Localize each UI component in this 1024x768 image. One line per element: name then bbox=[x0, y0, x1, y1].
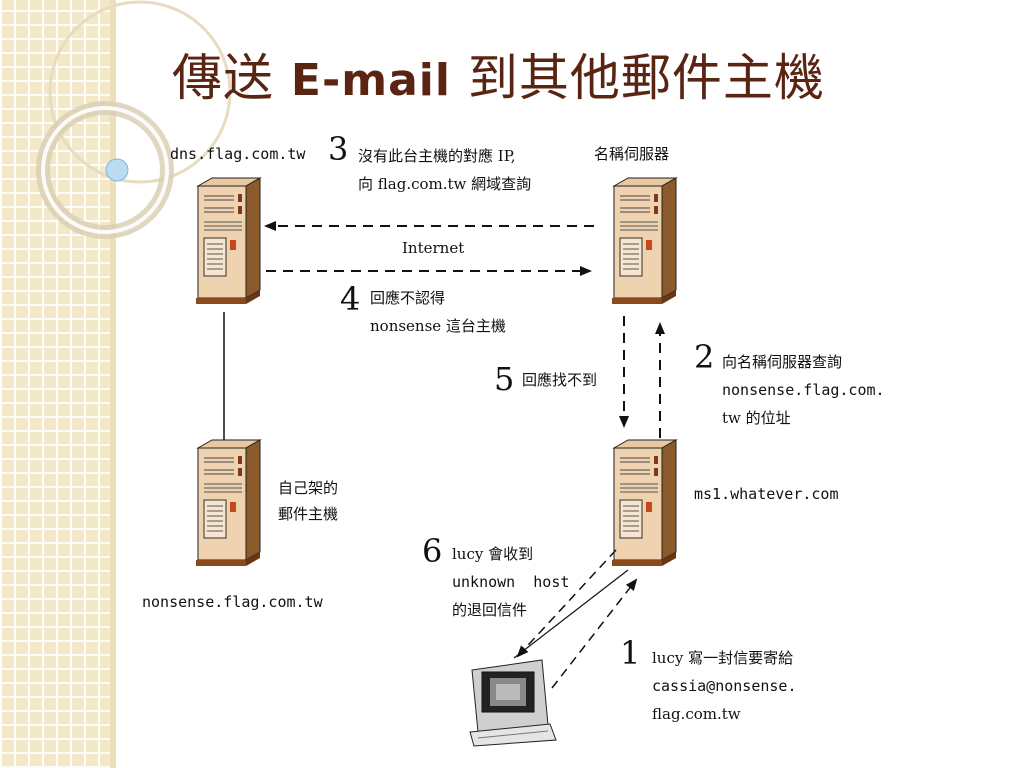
step5-number: 5 bbox=[494, 360, 515, 398]
step4-line: 回應不認得 bbox=[370, 289, 446, 307]
name-server-icon bbox=[611, 177, 677, 305]
step3-text: 沒有此台主機的對應 IP, 向 flag.com.tw 網域查詢 bbox=[358, 142, 531, 198]
step1-line: flag.com.tw bbox=[652, 705, 741, 723]
bounce-return-line bbox=[513, 569, 629, 659]
sidebar-edge bbox=[110, 0, 116, 768]
step1-arrow bbox=[551, 578, 638, 689]
step6-line: unknown host bbox=[452, 573, 570, 591]
step1-text: lucy 寫一封信要寄給 cassia@nonsense. flag.com.t… bbox=[652, 644, 797, 728]
own-mail-server-icon bbox=[195, 439, 261, 567]
step5-line: 回應找不到 bbox=[522, 371, 598, 389]
slide-title: 傳送 E-mail 到其他郵件主機 bbox=[172, 38, 825, 110]
step4-number: 4 bbox=[340, 280, 361, 318]
step3-number: 3 bbox=[328, 130, 349, 168]
step4-text: 回應不認得 nonsense 這台主機 bbox=[370, 284, 506, 340]
step4-line: nonsense 這台主機 bbox=[370, 317, 506, 335]
title-latin: E-mail bbox=[290, 55, 451, 106]
dns-server-label: dns.flag.com.tw bbox=[170, 145, 306, 163]
title-prefix: 傳送 bbox=[172, 49, 291, 107]
internet-label: Internet bbox=[402, 239, 465, 257]
step5-text: 回應找不到 bbox=[522, 366, 597, 394]
computer-terminal-icon bbox=[469, 659, 557, 747]
name-server-label: 名稱伺服器 bbox=[594, 145, 670, 163]
title-suffix: 到其他郵件主機 bbox=[450, 49, 825, 107]
own-host-label-line2: 郵件主機 bbox=[278, 505, 339, 523]
ms1-server-icon bbox=[611, 439, 677, 567]
step3-line: 沒有此台主機的對應 IP, bbox=[358, 147, 516, 165]
step2-text: 向名稱伺服器查詢 nonsense.flag.com. tw 的位址 bbox=[722, 348, 885, 432]
ms1-label: ms1.whatever.com bbox=[694, 485, 839, 503]
step6-number: 6 bbox=[422, 532, 443, 570]
step6-line: lucy 會收到 bbox=[452, 545, 534, 563]
step6-line: 的退回信件 bbox=[452, 601, 528, 619]
decorative-rings bbox=[36, 0, 232, 239]
own-host-domain-label: nonsense.flag.com.tw bbox=[142, 593, 323, 611]
own-host-label-line1: 自己架的 bbox=[278, 479, 339, 497]
dns-server-icon bbox=[195, 177, 261, 305]
step2-number: 2 bbox=[694, 338, 715, 376]
step6-text: lucy 會收到 unknown host 的退回信件 bbox=[452, 540, 569, 624]
step2-line: nonsense.flag.com. bbox=[722, 381, 885, 399]
step2-line: 向名稱伺服器查詢 bbox=[722, 353, 843, 371]
step1-line: lucy 寫一封信要寄給 bbox=[652, 649, 794, 667]
step1-number: 1 bbox=[620, 634, 641, 672]
step6-arrow bbox=[516, 549, 617, 658]
step1-line: cassia@nonsense. bbox=[652, 677, 797, 695]
step2-line: tw 的位址 bbox=[722, 409, 791, 427]
step3-line: 向 flag.com.tw 網域查詢 bbox=[358, 175, 532, 193]
